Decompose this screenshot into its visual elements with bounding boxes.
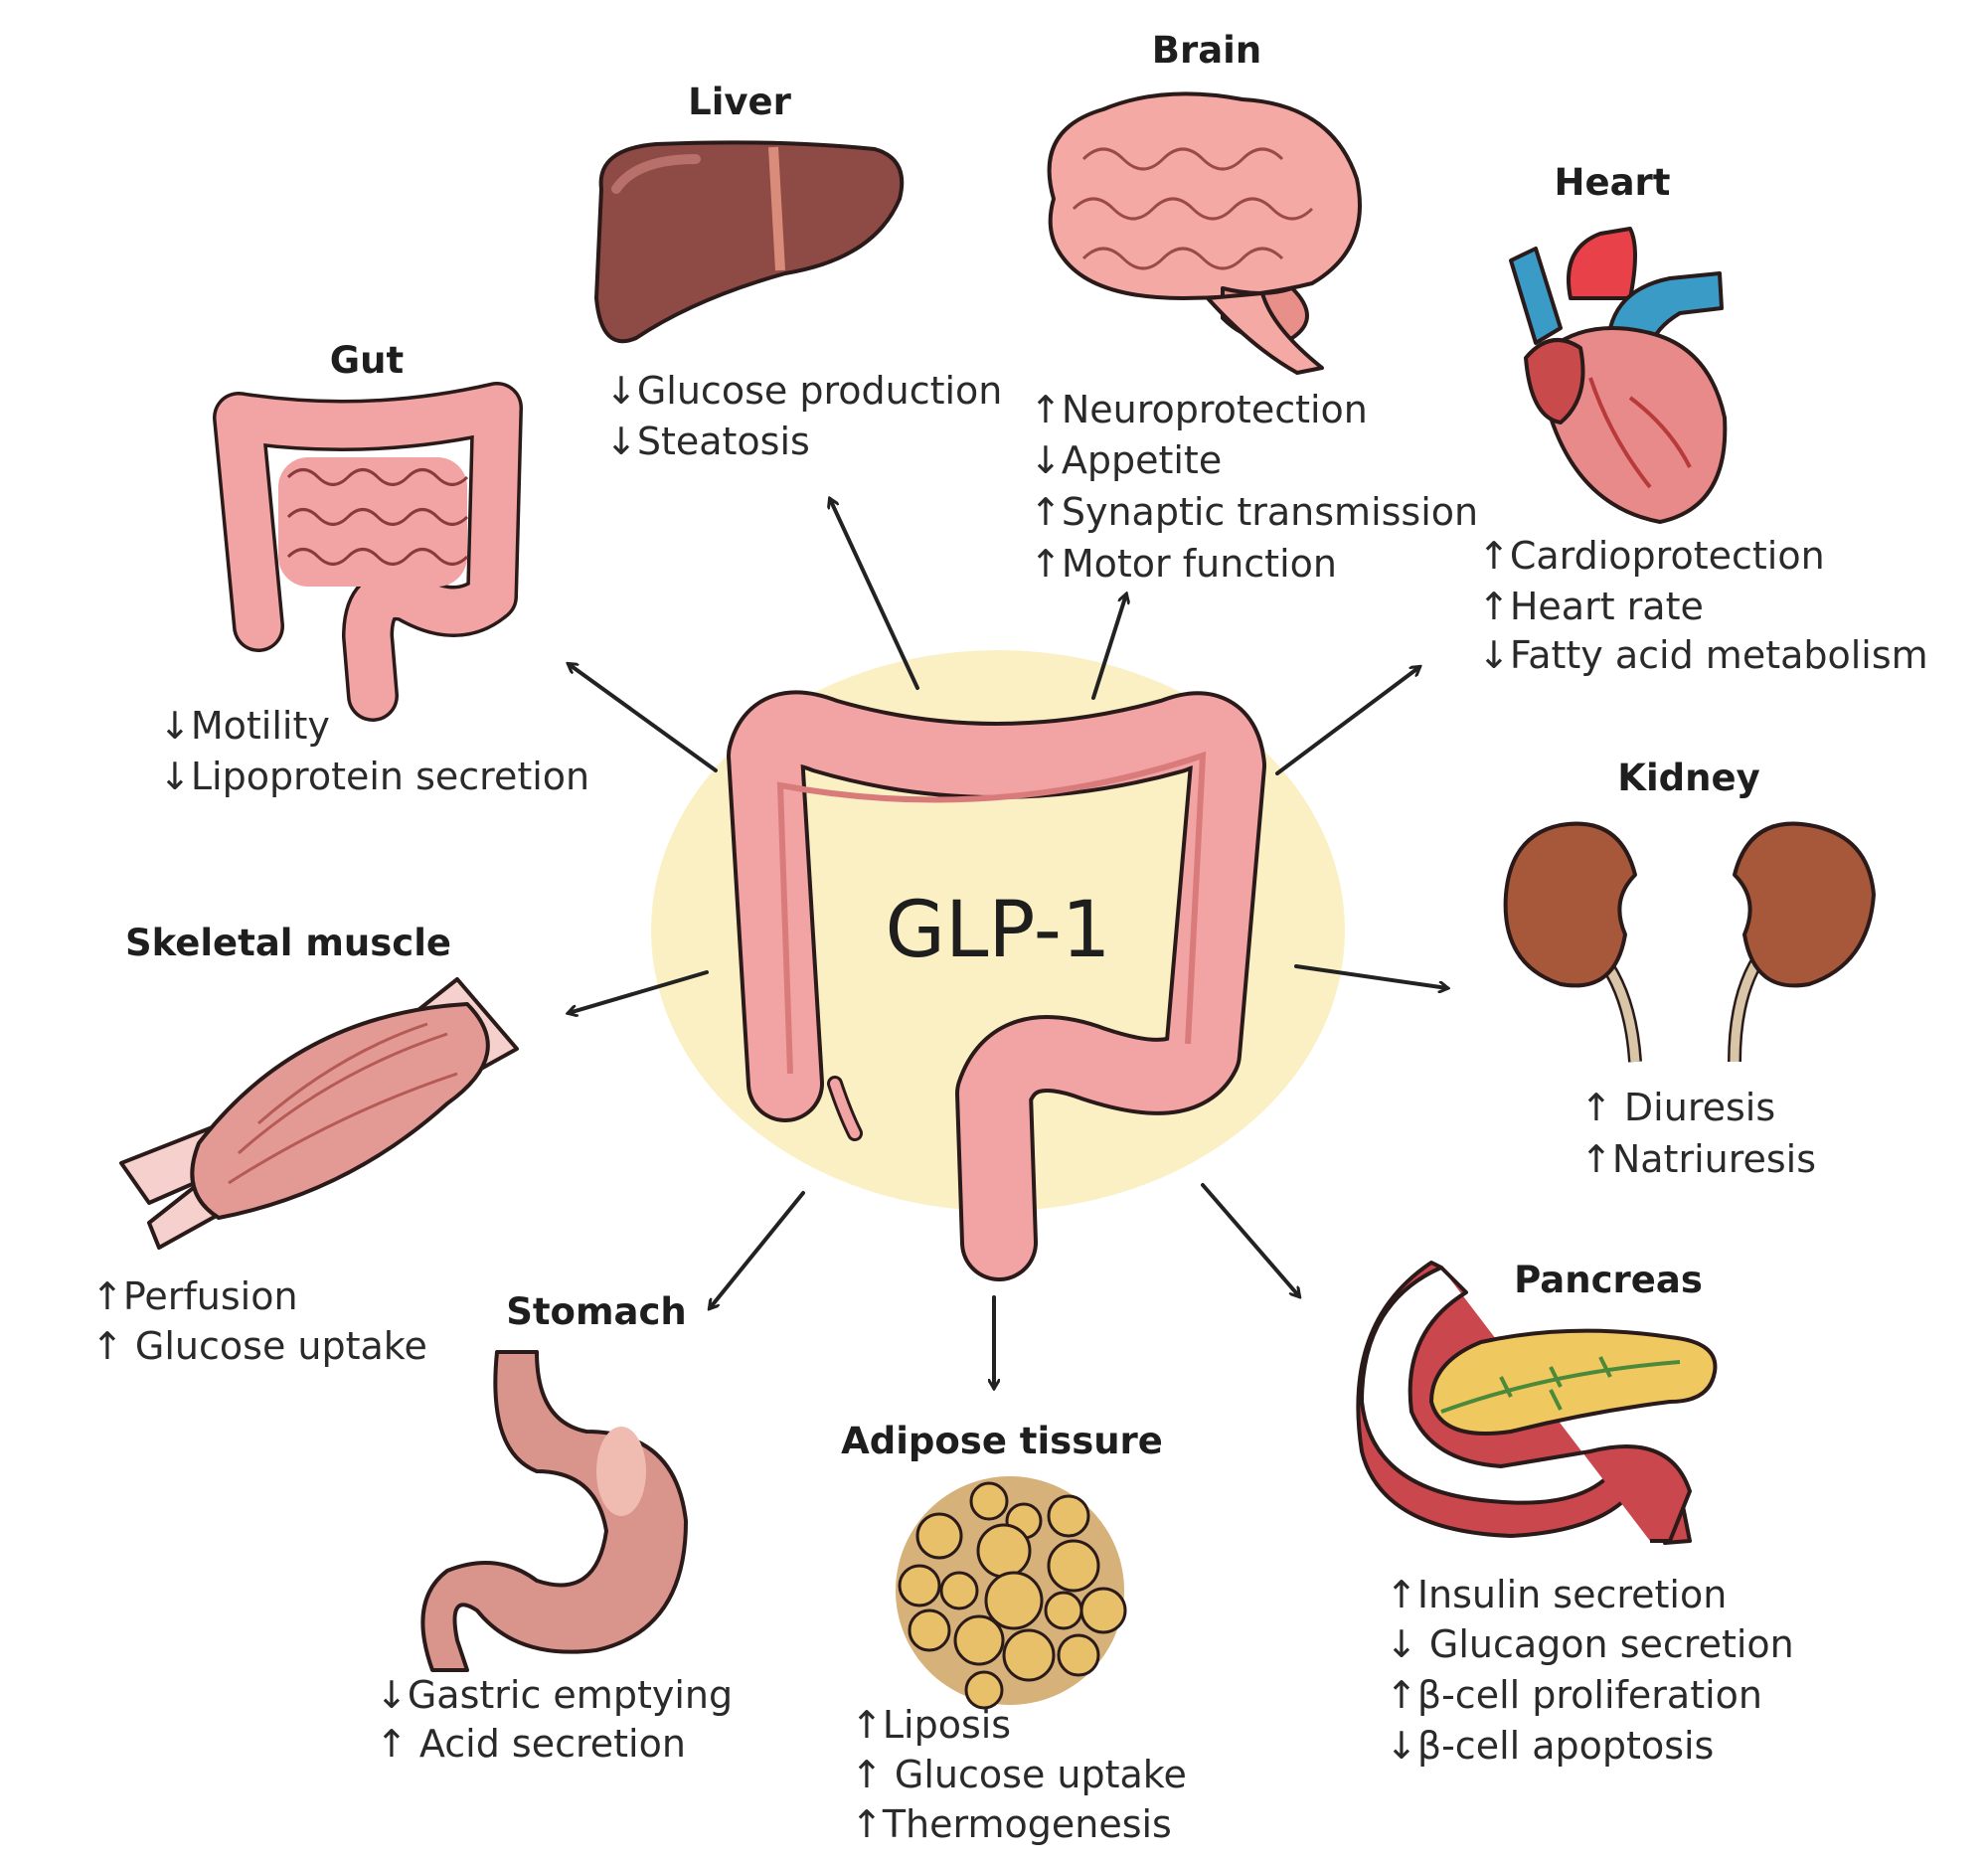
adipose-effect: ↑Liposis: [851, 1703, 1011, 1747]
brain-illustration: [1047, 91, 1362, 375]
arrow-gut: [569, 664, 718, 772]
heart-group: Heart ↑Cardioprotection ↑Heart rate ↓Fat…: [1478, 161, 1928, 677]
gut-effect: ↓Motility: [159, 704, 330, 748]
kidney-group: Kidney ↑ Diuresis ↑Natriuresis: [1503, 757, 1876, 1181]
stomach-effect: ↑ Acid secretion: [376, 1722, 686, 1766]
arrow-stomach: [710, 1191, 805, 1308]
adipose-effect: ↑Thermogenesis: [851, 1802, 1172, 1846]
pancreas-title: Pancreas: [1514, 1259, 1703, 1301]
brain-effect: ↓Appetite: [1030, 438, 1222, 482]
liver-title: Liver: [688, 81, 791, 123]
stomach-illustration: [420, 1350, 688, 1672]
liver-group: Liver ↓Glucose production ↓Steatosis: [594, 81, 1002, 463]
arrows: [569, 499, 1447, 1388]
adipose-title: Adipose tissure: [841, 1420, 1163, 1462]
gut-illustration: [213, 382, 523, 722]
brain-effect: ↑Motor function: [1030, 542, 1337, 586]
liver-effect: ↓Glucose production: [605, 369, 1002, 413]
heart-title: Heart: [1555, 161, 1671, 204]
arrow-liver: [830, 499, 919, 690]
stomach-title: Stomach: [506, 1290, 687, 1333]
gut-group: Gut ↓Motility ↓Lipoprotein secretion: [159, 339, 589, 798]
gut-effect: ↓Lipoprotein secretion: [159, 755, 589, 798]
adipose-illustration: [896, 1476, 1127, 1710]
heart-effect: ↑Cardioprotection: [1478, 534, 1825, 578]
pancreas-effect: ↑β-cell proliferation: [1386, 1673, 1762, 1717]
liver-effect: ↓Steatosis: [605, 420, 810, 463]
center-colon-illustration: [727, 690, 1266, 1281]
arrow-pancreas: [1201, 1183, 1299, 1296]
heart-illustration: [1509, 227, 1728, 524]
kidney-effect: ↑ Diuresis: [1580, 1086, 1775, 1129]
liver-illustration: [594, 140, 905, 344]
muscle-effect: ↑Perfusion: [91, 1274, 298, 1318]
adipose-group: Adipose tissure ↑Liposis ↑ Glucose uptak…: [841, 1420, 1187, 1846]
kidney-effect: ↑Natriuresis: [1580, 1137, 1816, 1181]
arrow-brain: [1091, 594, 1126, 700]
muscle-illustration: [119, 977, 519, 1250]
arrow-muscle: [569, 970, 709, 1013]
brain-title: Brain: [1152, 29, 1261, 72]
brain-effect: ↑Synaptic transmission: [1030, 490, 1478, 534]
pancreas-illustration: [1356, 1261, 1718, 1545]
brain-effect: ↑Neuroprotection: [1030, 388, 1368, 431]
gut-title: Gut: [330, 339, 404, 382]
stomach-group: Stomach ↓Gastric emptying ↑ Acid secreti…: [376, 1290, 733, 1766]
muscle-group: Skeletal muscle ↑Perfusion ↑ Glucose upt…: [91, 922, 519, 1368]
stomach-effect: ↓Gastric emptying: [376, 1673, 733, 1717]
heart-effect: ↑Heart rate: [1478, 585, 1704, 628]
pancreas-group: Pancreas ↑Insulin secretion ↓ Glucagon s…: [1356, 1259, 1794, 1768]
muscle-effect: ↑ Glucose uptake: [91, 1324, 427, 1368]
pancreas-effect: ↓β-cell apoptosis: [1386, 1724, 1714, 1768]
arrow-kidney: [1294, 964, 1447, 988]
arrow-heart: [1275, 667, 1419, 775]
brain-group: Brain ↑Neuroprotection ↓Appetite ↑Synapt…: [1030, 29, 1478, 586]
kidney-title: Kidney: [1617, 757, 1759, 799]
center-label: GLP-1: [886, 886, 1111, 975]
adipose-effect: ↑ Glucose uptake: [851, 1753, 1187, 1796]
kidney-illustration: [1503, 821, 1876, 1063]
pancreas-effect: ↓ Glucagon secretion: [1386, 1622, 1794, 1666]
heart-effect: ↓Fatty acid metabolism: [1478, 633, 1928, 677]
pancreas-effect: ↑Insulin secretion: [1386, 1573, 1727, 1616]
muscle-title: Skeletal muscle: [125, 922, 451, 964]
